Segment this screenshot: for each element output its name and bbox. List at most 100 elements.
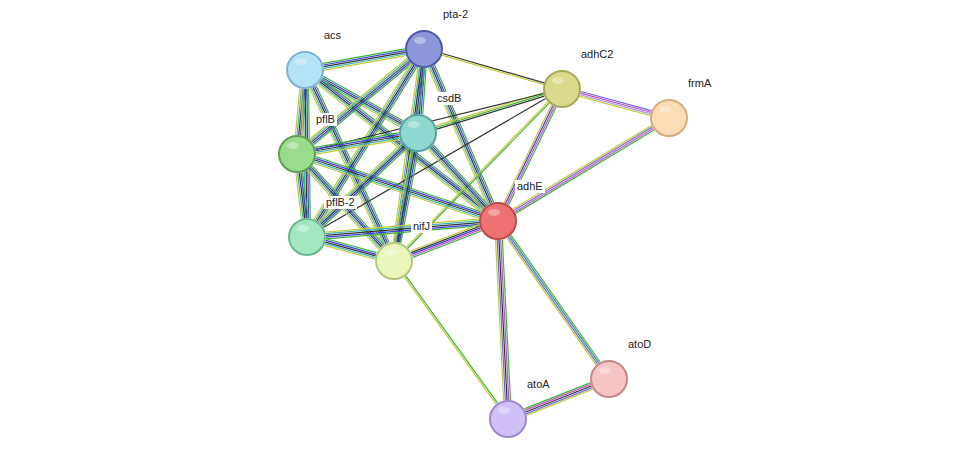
evidence-line — [320, 145, 403, 223]
circle-highlight — [498, 407, 510, 414]
evidence-line — [509, 107, 556, 205]
evidence-line — [295, 89, 299, 135]
circle-highlight — [599, 367, 611, 374]
circle-highlight — [408, 121, 420, 128]
evidence-line — [504, 105, 551, 203]
evidence-line — [326, 219, 479, 232]
evidence-line — [314, 63, 411, 219]
evidence-line — [516, 130, 654, 213]
protein-node: frmA — [650, 99, 688, 137]
node-label: pflB — [314, 113, 337, 126]
evidence-line — [321, 146, 404, 224]
evidence-line — [510, 236, 599, 363]
protein-node: pflB-2 — [288, 218, 326, 256]
evidence-line — [412, 229, 481, 255]
evidence-line — [581, 93, 651, 112]
evidence-line — [513, 126, 651, 209]
node-label: frmA — [686, 77, 713, 90]
evidence-line — [316, 64, 413, 220]
circle-highlight — [384, 249, 396, 256]
protein-node: pflB — [278, 135, 316, 173]
protein-node: adhE — [479, 202, 517, 240]
evidence-line — [314, 162, 479, 217]
evidence-line — [514, 127, 652, 210]
node-circle — [479, 202, 517, 240]
node-circle — [489, 400, 527, 438]
node-label: atoD — [626, 338, 653, 351]
evidence-line — [316, 157, 481, 212]
circle-highlight — [287, 142, 299, 149]
evidence-line — [322, 147, 405, 225]
interaction-edge — [324, 239, 376, 259]
evidence-line — [432, 146, 486, 206]
protein-node: csdB — [399, 114, 437, 152]
evidence-line — [325, 244, 375, 258]
interaction-edge — [507, 235, 600, 365]
evidence-line — [316, 138, 400, 153]
evidence-line — [580, 96, 650, 115]
evidence-line — [326, 221, 479, 234]
circle-highlight — [552, 77, 564, 84]
evidence-line — [433, 145, 487, 205]
evidence-line — [404, 277, 496, 404]
evidence-line — [324, 245, 374, 259]
node-circle — [286, 51, 324, 89]
protein-node: atoD — [590, 360, 628, 398]
evidence-line — [323, 148, 406, 226]
protein-node: acs — [286, 51, 324, 89]
node-circle — [650, 99, 688, 137]
node-label: atoA — [525, 378, 552, 391]
interaction-edge — [323, 49, 406, 70]
interaction-edge — [428, 145, 487, 209]
node-label: acs — [322, 29, 343, 42]
evidence-line — [527, 389, 593, 415]
interaction-edge — [404, 276, 497, 404]
node-circle — [543, 70, 581, 108]
evidence-line — [316, 158, 481, 213]
evidence-line — [316, 136, 400, 151]
evidence-line — [316, 140, 400, 155]
protein-node: atoA — [489, 400, 527, 438]
evidence-line — [496, 240, 504, 400]
node-label: csdB — [435, 92, 463, 105]
evidence-line — [581, 92, 651, 111]
evidence-line — [442, 55, 544, 84]
circle-highlight — [488, 209, 500, 216]
evidence-line — [428, 68, 487, 205]
interaction-edge — [326, 219, 480, 239]
evidence-line — [507, 238, 596, 365]
node-label: adhC2 — [579, 48, 615, 61]
interaction-edge — [496, 240, 511, 400]
interaction-edge — [296, 172, 308, 218]
evidence-line — [324, 56, 406, 70]
evidence-line — [511, 235, 600, 362]
evidence-line — [442, 53, 544, 82]
interaction-edge — [436, 93, 545, 129]
evidence-line — [508, 237, 597, 364]
interaction-edge — [393, 67, 424, 242]
evidence-line — [428, 149, 482, 209]
evidence-line — [526, 388, 592, 414]
interaction-edge — [442, 53, 544, 84]
node-circle — [590, 360, 628, 398]
node-circle — [399, 114, 437, 152]
protein-node: nifJ — [375, 242, 413, 280]
node-circle — [288, 218, 326, 256]
node-circle — [278, 135, 316, 173]
interaction-edge — [580, 92, 652, 116]
node-label: pflB-2 — [324, 196, 357, 209]
evidence-line — [324, 54, 406, 68]
evidence-line — [395, 68, 420, 242]
protein-node: pta-2 — [405, 30, 443, 68]
evidence-line — [319, 144, 402, 222]
interaction-edge — [319, 144, 407, 227]
node-circle — [375, 242, 413, 280]
node-circle — [405, 30, 443, 68]
node-label: pta-2 — [441, 8, 470, 21]
interaction-edge — [315, 133, 400, 154]
evidence-line — [497, 240, 505, 400]
circle-highlight — [297, 225, 309, 232]
evidence-line — [313, 62, 411, 143]
circle-highlight — [414, 37, 426, 44]
evidence-line — [314, 64, 412, 145]
